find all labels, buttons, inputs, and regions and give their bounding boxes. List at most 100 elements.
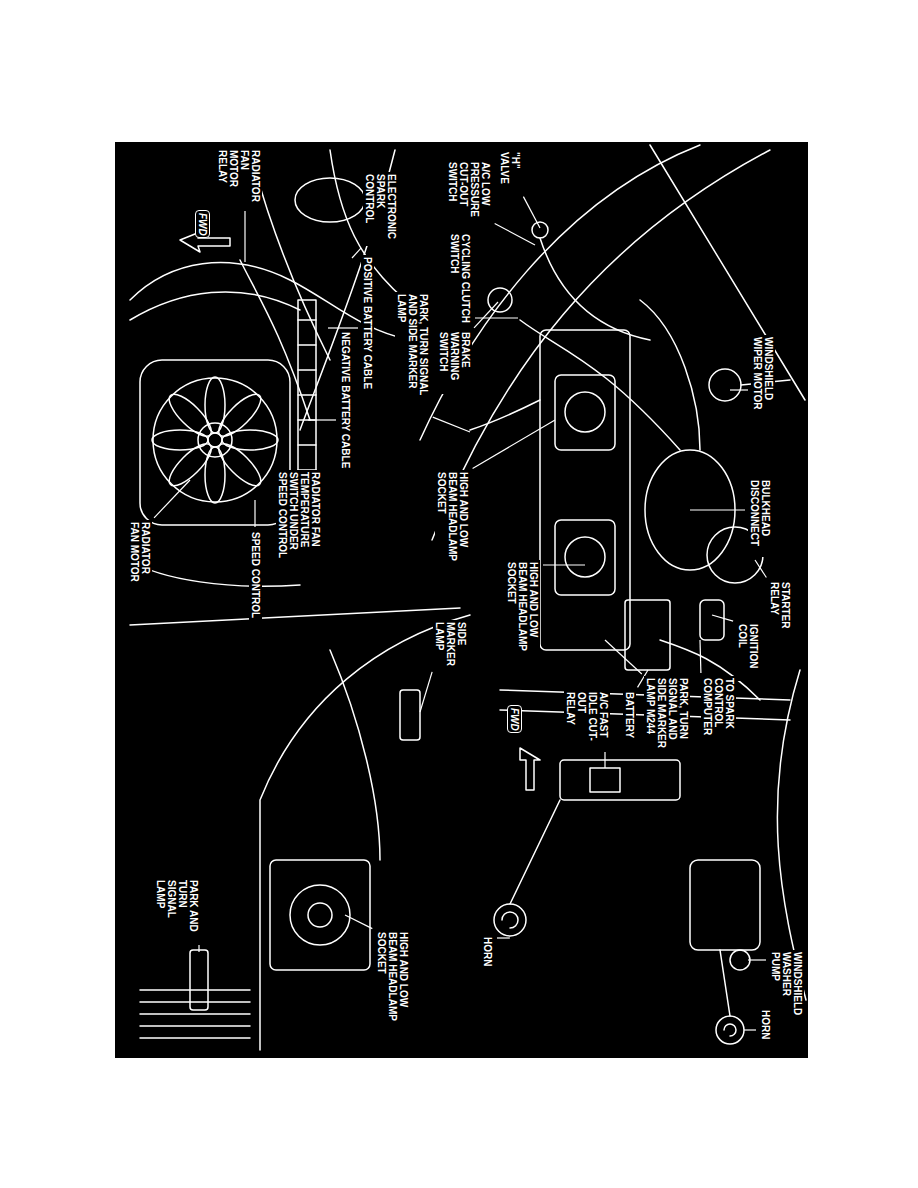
leader-line (699, 640, 701, 673)
leader-line (308, 419, 336, 420)
drawing-stroke (140, 1013, 250, 1015)
drawing-stroke (298, 344, 316, 346)
drawing-stroke (213, 438, 267, 492)
leader-line (475, 317, 518, 318)
radiator-fan-view (130, 150, 410, 586)
drawing-stroke (494, 904, 526, 936)
part-label: IGNITION COIL (736, 622, 760, 681)
part-label: SIDE MARKER LAMP (433, 620, 468, 669)
leader-line (543, 564, 585, 565)
leader-line (523, 197, 540, 228)
drawing-stroke (330, 650, 380, 860)
drawing-stroke (724, 1024, 736, 1036)
drawing-stroke (640, 300, 700, 450)
part-label: NEGATIVE BATTERY CABLE (339, 330, 352, 494)
drawing-stroke (700, 600, 724, 640)
drawing-stroke (510, 800, 560, 904)
drawing-stroke (250, 150, 330, 360)
part-label: A/C FAST IDLE CUT-OUT RELAY (564, 690, 610, 749)
drawing-stroke (208, 433, 222, 447)
drawing-stroke (650, 145, 805, 400)
drawing-stroke (130, 292, 300, 320)
drawing-stroke (716, 1016, 744, 1044)
leader-line (474, 302, 498, 328)
drawing-stroke (290, 885, 350, 945)
drawing-stroke (298, 444, 316, 446)
drawing-stroke (590, 768, 620, 792)
drawing-stroke (520, 320, 680, 450)
horn-and-washer-view (494, 670, 806, 1044)
part-label: WINDSHIELD WIPER MOTOR (751, 335, 775, 414)
leader-line (497, 937, 510, 938)
part-label: RADIATOR FAN MOTOR (128, 520, 152, 584)
leader-line (605, 640, 642, 674)
drawing-stroke (140, 1001, 250, 1003)
direction-label: FWD (507, 705, 522, 733)
part-label: WINDSHIELD WASHER PUMP (769, 950, 804, 1029)
drawing-stroke (502, 912, 518, 928)
leader-line (244, 211, 245, 262)
leader-line (352, 248, 361, 258)
drawing-stroke (540, 238, 650, 340)
drawing-stroke (298, 319, 316, 321)
lamp-view (130, 608, 470, 1050)
part-label: A/C LOW PRESSURE CUT-OUT SWITCH (446, 160, 492, 222)
drawing-stroke (560, 760, 680, 800)
drawing-stroke (520, 748, 540, 790)
part-label: TO SPARK CONTROL COMPUTER (701, 676, 736, 742)
drawing-stroke (240, 260, 310, 420)
drawing-stroke (130, 560, 300, 586)
drawing-stroke (432, 150, 770, 540)
drawing-stroke (140, 989, 250, 991)
part-label: HIGH AND LOW BEAM HEADLAMP SOCKET (375, 930, 410, 1024)
leader-line (328, 327, 358, 328)
leader-line (254, 500, 255, 527)
engine-compartment-view (420, 145, 805, 700)
drawing-stroke (540, 330, 630, 650)
part-label: PARK AND TURN SIGNAL LAMP (154, 878, 200, 942)
leader-line (712, 615, 733, 621)
drawing-stroke (163, 388, 217, 442)
leader-line (604, 752, 605, 768)
drawing-stroke (198, 423, 232, 457)
drawing-stroke (690, 860, 760, 950)
leader-line (755, 560, 766, 577)
leader-line (730, 389, 748, 390)
leader-line (690, 509, 745, 510)
drawing-stroke (213, 388, 267, 442)
drawing-stroke (532, 222, 548, 238)
drawing-stroke (270, 860, 370, 970)
part-label: PARK, TURN SIGNAL AND SIDE MARKER LAMP M… (644, 676, 690, 755)
drawing-stroke (163, 438, 217, 492)
part-label: HIGH AND LOW BEAM HEADLAMP SOCKET (435, 470, 470, 564)
drawing-stroke (470, 400, 540, 430)
drawing-stroke (140, 1037, 250, 1039)
leader-line (345, 915, 372, 929)
leader-line (198, 945, 199, 952)
drawing-stroke (400, 690, 420, 740)
drawing-stroke (555, 520, 615, 595)
leader-line (420, 672, 432, 712)
part-label: RADIATOR FAN TEMPERATURE SWITCH UNDER SP… (276, 470, 322, 579)
part-label: BULKHEAD DISCONNECT (748, 478, 772, 557)
drawing-stroke (555, 375, 615, 450)
part-label: CYCLING CLUTCH SWITCH (448, 232, 472, 326)
drawing-stroke (709, 369, 741, 401)
part-label: HORN (481, 935, 494, 979)
drawing-stroke (140, 360, 290, 525)
drawing-stroke (565, 392, 605, 432)
part-label: ELECTRONIC SPARK CONTROL (363, 172, 398, 246)
drawing-stroke (420, 145, 700, 440)
part-label: BRAKE WARNING SWITCH (437, 330, 472, 394)
drawing-stroke (565, 537, 605, 577)
drawing-stroke (308, 903, 332, 927)
part-label: RADIATOR FAN MOTOR RELAY (216, 148, 262, 208)
drawing-stroke (625, 600, 670, 670)
leader-line (744, 1029, 756, 1030)
part-label: STARTER RELAY (768, 580, 792, 639)
drawing-stroke (130, 608, 460, 625)
part-label: HIGH AND LOW BEAM HEADLAMP SOCKET (505, 560, 540, 654)
leader-line (748, 959, 766, 960)
part-label: BATTERY (623, 690, 636, 754)
drawing-stroke (298, 369, 316, 371)
